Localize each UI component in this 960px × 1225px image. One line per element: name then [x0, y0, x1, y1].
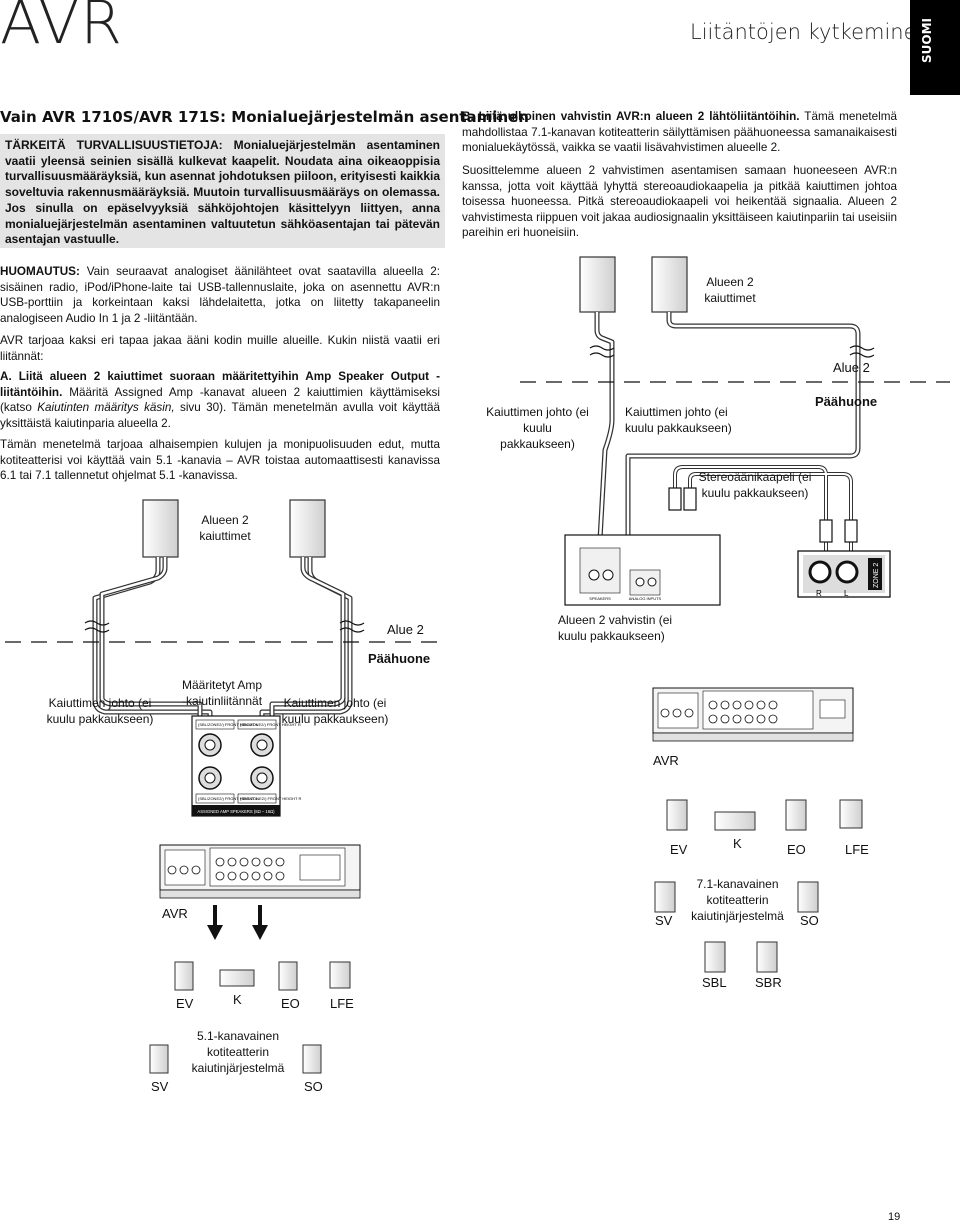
method-a-reference: Kaiutinten määritys käsin, — [37, 401, 175, 415]
panel-label-tl: (SBL/ZONE2/) FRONT HEIGHT L — [198, 722, 259, 727]
c-label-a: K — [233, 992, 242, 1007]
wire-right-label-b: Kaiuttimen johto (ei kuulu pakkaukseen) — [625, 405, 732, 435]
center-speaker-icon — [219, 969, 255, 987]
page-number: 19 — [888, 1211, 901, 1223]
two-ways-paragraph: AVR tarjoaa kaksi eri tapaa jakaa ääni k… — [0, 334, 440, 363]
down-arrow-icon — [207, 905, 268, 940]
method-a-text-1: Määritä Assigned Amp -kanavat alueen 2 k… — [0, 385, 440, 415]
recommendation-paragraph: Suosittelemme alueen 2 vahvistimen asent… — [462, 164, 897, 240]
sr-label-a: SO — [304, 1079, 323, 1094]
zone2-amp-label: Alueen 2 vahvistin (ei kuulu pakkaukseen… — [558, 613, 673, 643]
zone2-amplifier — [564, 534, 721, 606]
main-room-label-b: Päähuone — [815, 394, 878, 409]
lfe-label-a: LFE — [330, 996, 354, 1011]
zone2-speaker-right-icon-b — [651, 256, 688, 313]
surround-left-speaker-icon — [149, 1044, 169, 1074]
warning-text: Monialuejärjestelmän asentaminen vaatii … — [5, 138, 440, 247]
rca-plug-icon — [668, 487, 858, 543]
l-label: L — [844, 589, 849, 598]
amp-speakers-label: SPEAKERS — [589, 596, 611, 601]
warning-title: TÄRKEITÄ TURVALLISUUSTIETOJA: — [5, 138, 223, 152]
zone2-speakers-label-a: Alueen 2 kaiuttimet — [199, 513, 251, 543]
wire-left-label-b: Kaiuttimen johto (ei kuulu pakkaukseen) — [486, 405, 589, 451]
amp-input-label: ANALOG INPUTS — [629, 596, 662, 601]
sl-label-b: SV — [655, 913, 673, 928]
assigned-amp-panel — [191, 715, 281, 817]
surround-right-speaker-icon-b — [797, 881, 819, 913]
method-a-heading: A. Liitä alueen 2 kaiuttimet suoraan mää… — [0, 370, 440, 399]
zone2-label-a: Alue 2 — [387, 622, 424, 637]
fr-label-a: EO — [281, 996, 300, 1011]
sbl-label: SBL — [702, 975, 727, 990]
zone2-speaker-right-icon — [289, 499, 326, 558]
fl-label-a: EV — [176, 996, 194, 1011]
wire-left-label-a: Kaiuttimen johto (ei kuulu pakkaukseen) — [46, 696, 154, 726]
method-a-paragraph: A. Liitä alueen 2 kaiuttimet suoraan mää… — [0, 369, 440, 431]
stereo-cable-label: Stereoäänikaapeli (ei kuulu pakkaukseen) — [698, 470, 812, 500]
method-b-paragraph: B. Liitä ulkoinen vahvistin AVR:n alueen… — [462, 109, 897, 156]
avr-label-a: AVR — [162, 906, 188, 921]
system-label-a: 5.1-kanavainen kotiteatterin kaiutinjärj… — [191, 1029, 285, 1075]
avr-rear-panel-b — [652, 687, 854, 742]
cost-paragraph: Tämän menetelmä tarjoaa alhaisempien kul… — [0, 438, 440, 483]
surround-back-left-speaker-icon — [704, 941, 726, 973]
page-section-title: Liitäntöjen kytkeminen — [690, 20, 930, 44]
zone2-output-panel — [797, 550, 891, 598]
center-speaker-icon-b — [714, 811, 756, 831]
fr-label-b: EO — [787, 842, 806, 857]
avr-label-b: AVR — [653, 753, 679, 768]
avr-rear-panel-a — [159, 844, 361, 899]
panel-caption: ASSIGNED AMP SPEAKERS (8Ω – 16Ω) — [197, 809, 275, 814]
assigned-amp-label: Määritetyt Amp -kaiutinliitännät — [182, 678, 263, 708]
zone2-speaker-left-icon — [142, 499, 179, 558]
fl-label-b: EV — [670, 842, 688, 857]
front-right-speaker-icon-b — [785, 799, 807, 831]
sbr-label: SBR — [755, 975, 782, 990]
zone2-speakers-label-b: Alueen 2 kaiuttimet — [704, 275, 756, 305]
zone2-speaker-left-icon-b — [579, 256, 616, 313]
method-b-text: Tämä menetelmä mahdollistaa 7.1-kanavan … — [462, 110, 897, 155]
zone2-label-b: Alue 2 — [833, 360, 870, 375]
surround-back-right-speaker-icon — [756, 941, 778, 973]
sr-label-b: SO — [800, 913, 819, 928]
lfe-label-b: LFE — [845, 842, 869, 857]
method-b-heading: B. Liitä ulkoinen vahvistin AVR:n alueen… — [462, 110, 800, 123]
panel-label-br: (SBR/ZONE2/) FRONT HEIGHT R — [240, 796, 302, 801]
front-left-speaker-icon — [174, 961, 194, 991]
zone2-out-label: ZONE 2 — [873, 563, 880, 588]
system-label-b: 7.1-kanavainen kotiteatterin kaiutinjärj… — [691, 877, 784, 923]
subwoofer-icon-b — [839, 799, 863, 829]
brand-logo: AVR — [0, 0, 123, 58]
panel-label-bl: (SBL/ZONE2/) FRONT HEIGHT L — [198, 796, 259, 801]
language-tab: SUOMI — [910, 0, 960, 95]
subwoofer-icon — [329, 961, 351, 989]
method-a-text-2: sivu 30). Tämän menetelmän avulla voit k… — [0, 401, 441, 430]
surround-right-speaker-icon — [302, 1044, 322, 1074]
wire-right-label-a: Kaiuttimen johto (ei kuulu pakkaukseen) — [281, 696, 389, 726]
safety-warning-box: TÄRKEITÄ TURVALLISUUSTIETOJA: Monialuejä… — [0, 134, 445, 248]
c-label-b: K — [733, 836, 742, 851]
sl-label-a: SV — [151, 1079, 169, 1094]
surround-left-speaker-icon-b — [654, 881, 676, 913]
wire-break-marks — [84, 620, 365, 633]
main-room-label-a: Päähuone — [368, 651, 431, 666]
r-label: R — [816, 589, 822, 598]
note-text: Vain seuraavat analogiset äänilähteet ov… — [0, 265, 440, 325]
front-right-speaker-icon — [278, 961, 298, 991]
note-paragraph: HUOMAUTUS: Vain seuraavat analogiset ään… — [0, 264, 440, 326]
note-label: HUOMAUTUS: — [0, 265, 80, 278]
panel-label-tr: (SBL/ZONE2/) FRONT HEIGHT R — [240, 722, 301, 727]
front-left-speaker-icon-b — [666, 799, 688, 831]
section-heading: Vain AVR 1710S/AVR 171S: Monialuejärjest… — [0, 108, 529, 126]
